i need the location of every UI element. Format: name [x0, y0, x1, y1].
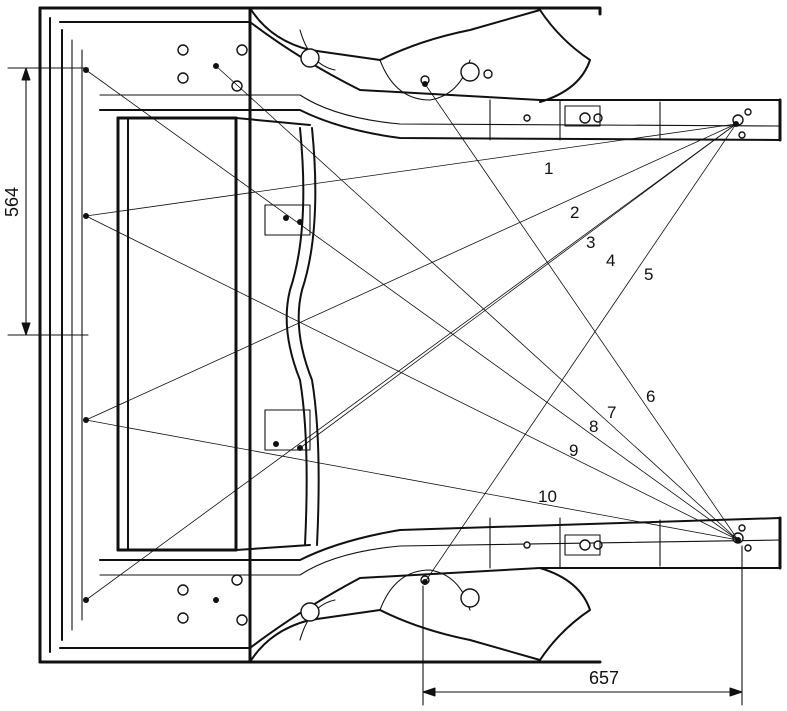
vertical-dimension: 564 [2, 67, 89, 336]
label-5: 5 [644, 265, 653, 284]
mounting-points [83, 44, 752, 626]
label-1: 1 [544, 159, 553, 178]
label-2: 2 [570, 203, 579, 222]
label-3: 3 [586, 233, 595, 252]
measurement-lines [85, 65, 739, 601]
label-9: 9 [569, 441, 578, 460]
diagonal-labels: 1 2 3 4 5 6 7 8 9 10 [538, 159, 655, 506]
label-10: 10 [538, 487, 557, 506]
horizontal-dimension-value: 657 [589, 668, 619, 688]
label-6: 6 [646, 387, 655, 406]
label-7: 7 [607, 403, 616, 422]
underbody-frame [38, 6, 782, 664]
horizontal-dimension: 657 [422, 545, 743, 706]
label-4: 4 [606, 251, 615, 270]
vertical-dimension-value: 564 [2, 187, 22, 217]
label-8: 8 [589, 417, 598, 436]
